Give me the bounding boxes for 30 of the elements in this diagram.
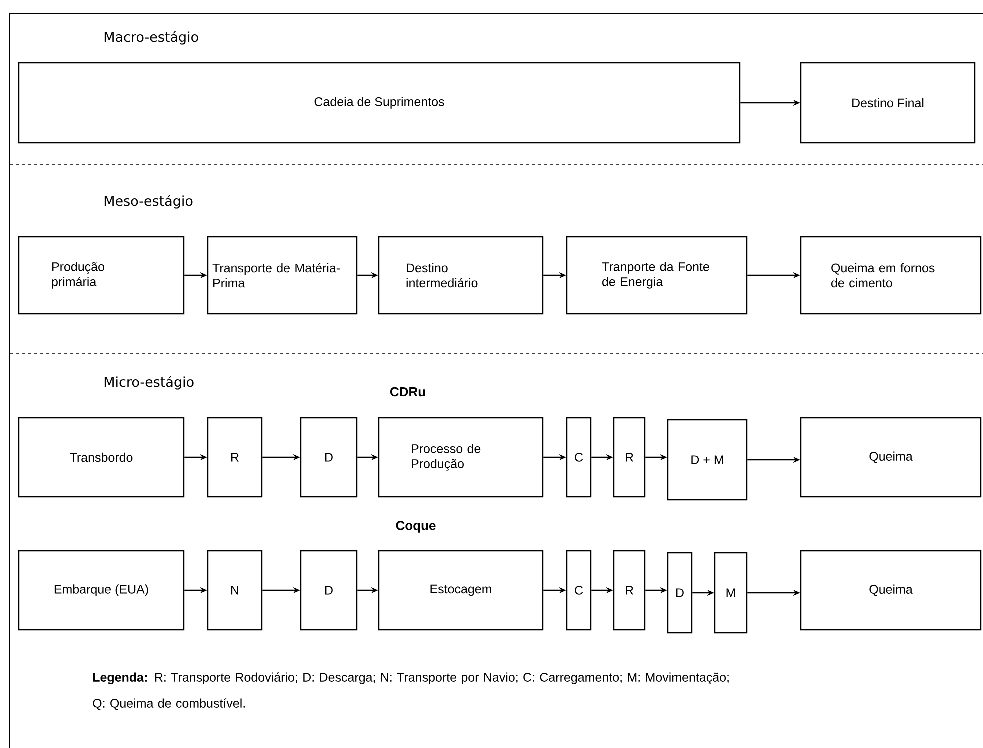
process-box: R (613, 550, 646, 631)
process-box: Destino intermediário (378, 236, 544, 315)
process-box: Transbordo (18, 417, 185, 498)
process-box: Destino Final (800, 62, 976, 144)
process-box: R (207, 417, 263, 498)
process-box: D (300, 550, 358, 631)
process-box: Processo de Produção (378, 417, 544, 498)
process-box: D + M (667, 419, 748, 501)
process-box: Queima em fornos de cimento (800, 236, 982, 315)
stage-heading: Macro-estágio (104, 31, 198, 45)
process-box: Queima (800, 550, 982, 631)
process-box: C (566, 550, 592, 631)
process-box: D (300, 417, 358, 498)
process-box: Embarque (EUA) (18, 550, 185, 631)
process-box: Transporte de Matéria-Prima (207, 236, 358, 315)
process-box: Estocagem (378, 550, 544, 631)
process-box: N (207, 550, 263, 631)
process-box: M (714, 552, 748, 634)
group-heading: CDRu (390, 387, 426, 397)
stage-heading: Meso-estágio (104, 195, 193, 209)
process-box: Tranporte da Fonte de Energia (566, 236, 748, 315)
process-box: R (613, 417, 646, 498)
process-box: Produção primária (18, 236, 185, 315)
process-box: Queima (800, 417, 982, 498)
legend-note: Legenda: R: Transporte Rodoviário; D: Descarga; N: Transporte por Navio; C: Carregamento; M: Movimentação; Q: Queima de combustível. (93, 672, 729, 710)
stage-heading: Micro-estágio (104, 376, 194, 390)
group-heading: Coque (396, 521, 436, 533)
process-box: Cadeia de Suprimentos (18, 62, 741, 144)
process-box: C (566, 417, 592, 498)
process-box: D (667, 552, 693, 634)
